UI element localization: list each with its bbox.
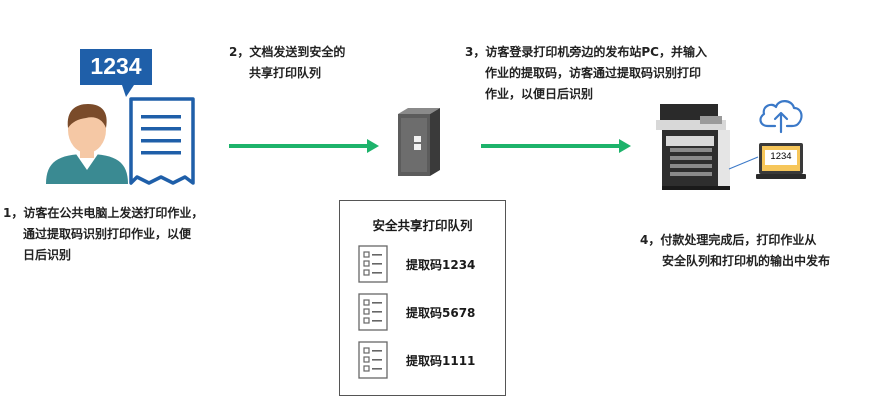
queue-item: 提取码1234 bbox=[358, 245, 498, 285]
step-3-line-1: 3，访客登录打印机旁边的发布站PC，并输入 bbox=[465, 45, 707, 59]
step-1-line-3: 日后识别 bbox=[23, 248, 72, 262]
arrow-to-server bbox=[229, 139, 379, 153]
laptop-icon: 1234 bbox=[756, 142, 806, 188]
step-1-line-1: 1，访客在公共电脑上发送打印作业， bbox=[3, 206, 204, 220]
queue-item-label: 提取码1234 bbox=[406, 258, 476, 272]
bubble-code: 1234 bbox=[90, 53, 142, 79]
step-4-line-1: 4，付款处理完成后，打印作业从 bbox=[640, 233, 817, 247]
printer-icon bbox=[656, 100, 736, 196]
arrow-to-printer bbox=[481, 139, 631, 153]
queue-title: 安全共享打印队列 bbox=[372, 218, 473, 233]
queue-item-label: 提取码5678 bbox=[406, 306, 476, 320]
queue-item-label: 提取码1111 bbox=[406, 354, 476, 368]
job-list-icon bbox=[358, 245, 388, 283]
step-4-line-2: 安全队列和打印机的输出中发布 bbox=[662, 254, 831, 268]
step-4-text: 4，付款处理完成后，打印作业从 安全队列和打印机的输出中发布 bbox=[640, 230, 830, 272]
step-3-text: 3，访客登录打印机旁边的发布站PC，并输入 作业的提取码，访客通过提取码识别打印… bbox=[465, 42, 707, 105]
cloud-upload-icon bbox=[756, 96, 806, 138]
step-2-line-2: 共享打印队列 bbox=[249, 66, 322, 80]
step-2-line-1: 2，文档发送到安全的 bbox=[229, 45, 346, 59]
job-list-icon bbox=[358, 293, 388, 331]
secure-print-queue: 安全共享打印队列 提取码1234 提取码5678 提取码1111 bbox=[339, 200, 506, 396]
step-1-text: 1，访客在公共电脑上发送打印作业， 通过提取码识别打印作业，以便 日后识别 bbox=[3, 203, 203, 266]
step-3-line-3: 作业，以便日后识别 bbox=[485, 87, 594, 101]
laptop-screen-code: 1234 bbox=[770, 151, 792, 162]
connector-line bbox=[728, 155, 760, 175]
job-list-icon bbox=[358, 341, 388, 379]
speech-bubble: 1234 bbox=[80, 49, 152, 97]
document-icon bbox=[127, 97, 197, 191]
queue-item: 提取码1111 bbox=[358, 341, 498, 381]
step-3-line-2: 作业的提取码，访客通过提取码识别打印 bbox=[485, 66, 702, 80]
step-2-text: 2，文档发送到安全的 共享打印队列 bbox=[229, 42, 345, 84]
user-icon bbox=[42, 100, 132, 190]
step-1-line-2: 通过提取码识别打印作业，以便 bbox=[23, 227, 192, 241]
queue-item: 提取码5678 bbox=[358, 293, 498, 333]
server-icon bbox=[394, 108, 442, 180]
